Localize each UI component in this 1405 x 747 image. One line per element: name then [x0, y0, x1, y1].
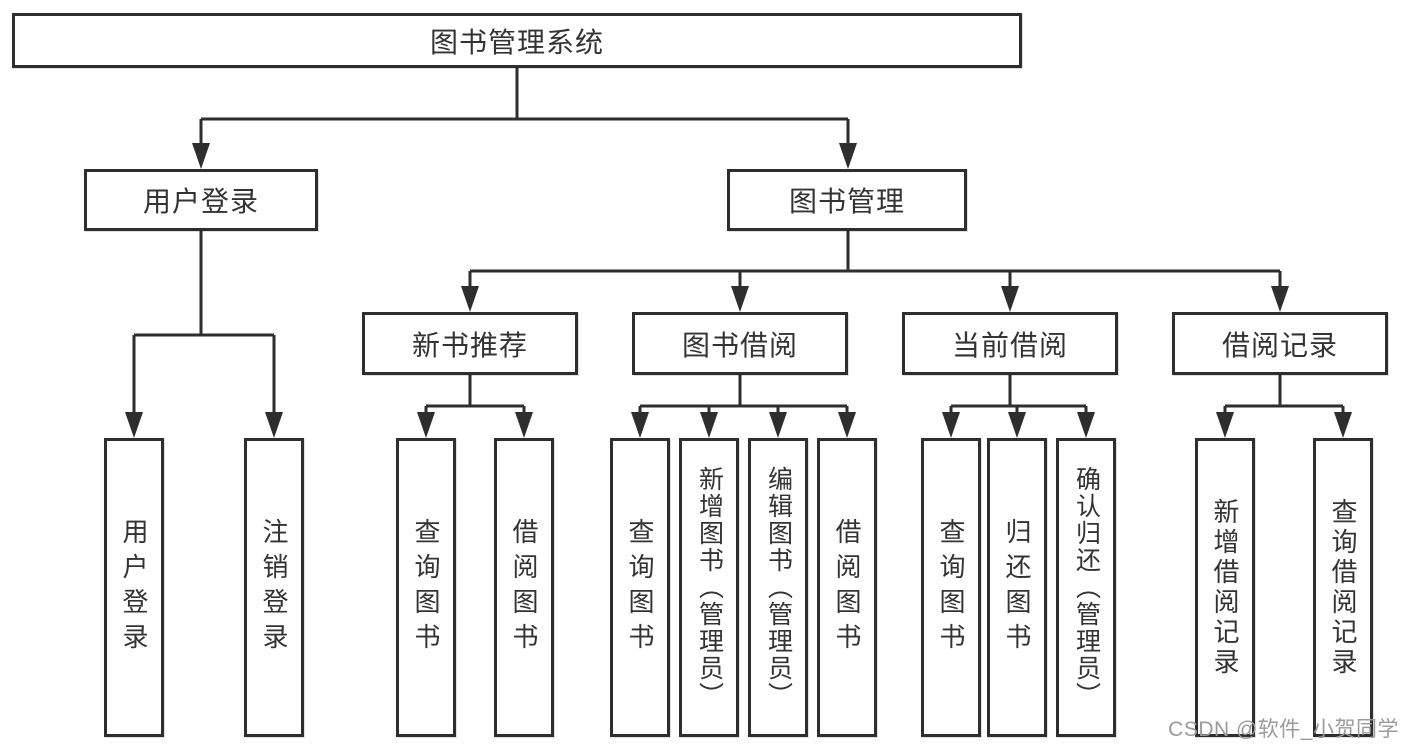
leaf-label: 查询借阅记录: [1328, 497, 1358, 678]
node-current-borrowing: 当前借阅: [902, 312, 1118, 375]
node-label: 当前借阅: [951, 329, 1068, 361]
csdn-watermark: CSDN @软件_小贺同学: [1168, 718, 1399, 741]
leaf-query-books-recommend: 查询图书: [396, 438, 456, 737]
leaf-label: 用户登录: [119, 517, 149, 658]
leaf-label: 编辑图书（管理员）: [764, 466, 793, 709]
leaf-add-book-admin: 新增图书（管理员）: [679, 438, 739, 737]
leaf-label: 注销登录: [259, 517, 289, 658]
leaf-label: 查询图书: [936, 517, 966, 658]
node-user-login: 用户登录: [84, 169, 318, 231]
leaf-label: 查询图书: [625, 517, 655, 658]
leaf-borrow-books-borrowing: 借阅图书: [817, 438, 877, 737]
node-label: 新书推荐: [411, 329, 528, 361]
arrowheads-current-borrowing: [942, 412, 1095, 438]
node-label: 借阅记录: [1221, 329, 1338, 361]
leaf-add-borrow-record: 新增借阅记录: [1195, 438, 1255, 737]
leaf-query-books-borrowing: 查询图书: [610, 438, 670, 737]
arrowheads-user-login: [125, 412, 283, 438]
connector-book-management: [468, 231, 1282, 289]
connector-new-book-recommend: [424, 375, 526, 414]
arrowheads-book-management: [461, 286, 1289, 312]
connector-borrowing-records: [1223, 375, 1345, 414]
node-new-book-recommend: 新书推荐: [362, 312, 578, 375]
leaf-query-borrow-record: 查询借阅记录: [1313, 438, 1373, 737]
leaf-user-login: 用户登录: [104, 438, 164, 737]
arrowheads-new-book-recommend: [417, 412, 533, 438]
leaf-label: 归还图书: [1002, 517, 1032, 658]
node-label: 图书管理: [788, 186, 905, 217]
leaf-label: 查询图书: [411, 517, 441, 658]
leaf-label: 借阅图书: [832, 517, 862, 658]
leaf-label: 确认归还（管理员）: [1072, 466, 1101, 709]
leaf-label: 借阅图书: [509, 517, 539, 658]
leaf-borrow-books-recommend: 借阅图书: [494, 438, 554, 737]
connector-current-borrowing: [949, 375, 1088, 414]
node-book-management: 图书管理: [727, 169, 967, 231]
leaf-confirm-return-admin: 确认归还（管理员）: [1056, 438, 1116, 737]
arrowheads-book-borrowing: [631, 412, 856, 438]
leaf-return-books: 归还图书: [987, 438, 1047, 737]
arrowheads-root-to-level2: [192, 143, 857, 169]
connector-user-login: [132, 231, 276, 414]
leaf-logout: 注销登录: [244, 438, 304, 737]
leaf-query-books-current: 查询图书: [921, 438, 981, 737]
leaf-label: 新增图书（管理员）: [695, 466, 724, 709]
node-library-management-system: 图书管理系统: [12, 13, 1022, 68]
node-label: 用户登录: [142, 186, 259, 217]
node-label: 图书借阅: [681, 329, 798, 361]
node-book-borrowing: 图书借阅: [632, 312, 848, 375]
node-label: 图书管理系统: [429, 26, 604, 58]
node-borrowing-records: 借阅记录: [1172, 312, 1388, 375]
leaf-edit-book-admin: 编辑图书（管理员）: [748, 438, 808, 737]
connector-root-to-level2: [199, 68, 850, 146]
arrowheads-borrowing-records: [1216, 412, 1352, 438]
connector-book-borrowing: [638, 375, 849, 414]
leaf-label: 新增借阅记录: [1210, 497, 1240, 678]
